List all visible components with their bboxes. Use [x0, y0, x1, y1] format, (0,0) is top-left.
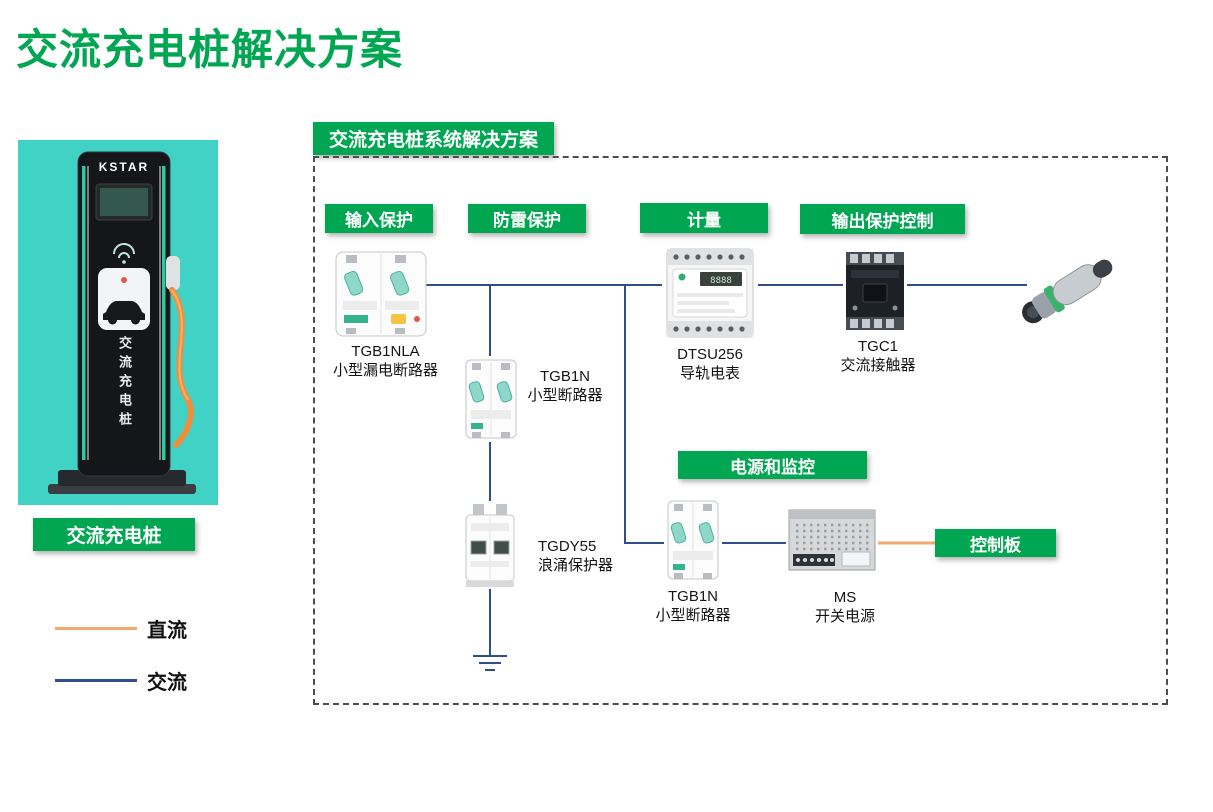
- breaker-bottom-caption: TGB1N 小型断路器: [633, 587, 753, 625]
- meter-caption: DTSU256 导轨电表: [650, 345, 770, 383]
- page-title: 交流充电桩解决方案: [16, 26, 404, 73]
- diagram-title: 交流充电桩系统解决方案: [313, 122, 555, 155]
- component-desc: 小型断路器: [655, 607, 731, 624]
- leakage-breaker-image: [333, 246, 429, 347]
- breaker-top-image: [462, 356, 520, 447]
- surge-protector-caption: TGDY55 浪涌保护器: [538, 537, 658, 575]
- power-supply-caption: MS 开关电源: [785, 588, 905, 626]
- component-name: TGB1N: [667, 588, 718, 605]
- connection-lines: [425, 284, 1027, 671]
- product-label: 交流充电桩: [33, 518, 195, 551]
- component-name: MS: [833, 589, 857, 606]
- meter-image: 8888: [662, 246, 758, 345]
- meter-display: 8888: [710, 276, 732, 286]
- charging-station-image: [48, 151, 196, 494]
- station-brand: KSTAR: [98, 160, 150, 174]
- component-desc: 小型漏电断路器: [332, 362, 438, 379]
- component-name: TGB1NLA: [351, 343, 420, 360]
- diagram-border: [313, 156, 1168, 705]
- component-name: TGC1: [857, 338, 898, 355]
- dc-line-sample: [55, 627, 137, 630]
- contactor-image: [843, 250, 907, 337]
- contactor-caption: TGC1 交流接触器: [818, 337, 938, 375]
- tag-surge-protection: 防雷保护: [468, 204, 586, 233]
- ac-legend-label: 交流: [147, 672, 187, 694]
- charging-gun-image: [1015, 246, 1120, 341]
- component-desc: 小型断路器: [527, 387, 603, 404]
- tag-metering: 计量: [640, 203, 768, 233]
- ground-symbol: [473, 655, 507, 671]
- dc-legend-label: 直流: [147, 620, 187, 642]
- component-desc: 导轨电表: [679, 365, 740, 382]
- product-image-panel: KSTAR 交流充电桩: [18, 140, 218, 505]
- tag-power-monitoring: 电源和监控: [678, 451, 867, 479]
- tag-input-protection: 输入保护: [325, 204, 433, 233]
- ac-wires: [425, 284, 1027, 671]
- component-desc: 开关电源: [814, 608, 875, 625]
- component-desc: 交流接触器: [840, 357, 916, 374]
- breaker-top-caption: TGB1N 小型断路器: [505, 367, 625, 405]
- power-supply-image: [786, 504, 878, 581]
- surge-protector-image: [461, 501, 519, 594]
- ac-line-sample: [55, 679, 137, 682]
- breaker-bottom-image: [664, 496, 722, 589]
- leakage-breaker-caption: TGB1NLA 小型漏电断路器: [318, 342, 453, 380]
- component-desc: 浪涌保护器: [538, 557, 614, 574]
- component-name: TGB1N: [539, 368, 590, 385]
- tag-control-board: 控制板: [935, 529, 1056, 557]
- station-vertical-text: 交流充电桩: [117, 336, 132, 431]
- tag-output-protection: 输出保护控制: [800, 204, 965, 234]
- component-name: DTSU256: [677, 346, 743, 363]
- component-name: TGDY55: [538, 538, 597, 555]
